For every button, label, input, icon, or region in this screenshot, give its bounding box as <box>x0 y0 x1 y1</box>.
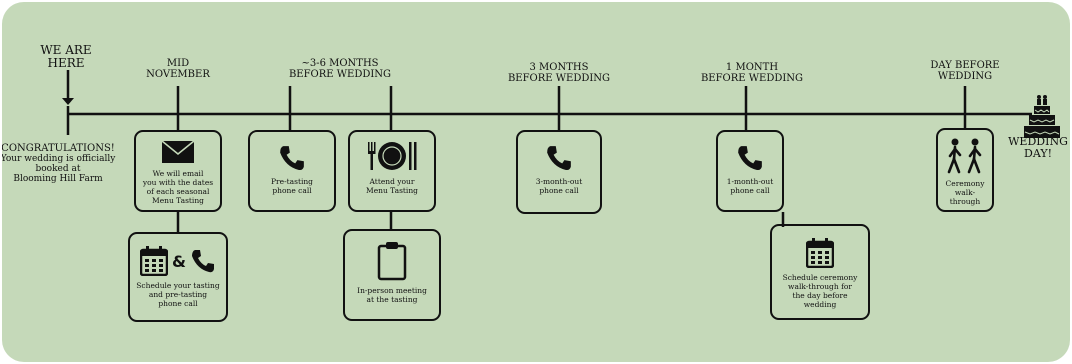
calendar-icon <box>140 246 169 276</box>
step-text: 1-month-out phone call <box>726 177 774 195</box>
step-1-month-call: 1-month-out phone call <box>716 130 784 212</box>
envelope-icon <box>161 140 195 163</box>
phone-icon <box>191 250 214 273</box>
clipboard-icon <box>377 242 407 281</box>
congratulations-note: CONGRATULATIONS! Your wedding is officia… <box>2 143 116 185</box>
phone-icon <box>547 146 571 171</box>
step-text: 3-month-out phone call <box>535 177 583 195</box>
calendar-icon <box>806 238 834 268</box>
step-in-person-meeting: In-person meeting at the tasting <box>343 229 441 321</box>
phone-icon <box>280 146 304 171</box>
step-ceremony-walkthrough: Ceremony walk-through <box>936 128 994 212</box>
step-text: We will email you with the dates of each… <box>142 169 214 205</box>
step-schedule-tasting: & Schedule your tasting and pre-tasting … <box>128 232 228 322</box>
step-text: Ceremony walk-through <box>945 179 985 206</box>
we-are-here-arrow-head <box>62 98 74 105</box>
step-3-month-call: 3-month-out phone call <box>516 130 602 214</box>
wedding-cake-icon <box>1024 95 1060 138</box>
step-text: Pre-tasting phone call <box>271 177 313 195</box>
step-text: Schedule ceremony walk-through for the d… <box>782 273 858 309</box>
step-text: In-person meeting at the tasting <box>357 286 427 304</box>
step-text: Attend your Menu Tasting <box>366 177 418 195</box>
place-setting-icon <box>368 142 417 170</box>
step-schedule-walkthrough: Schedule ceremony walk-through for the d… <box>770 224 870 320</box>
step-email-dates: We will email you with the dates of each… <box>134 130 222 212</box>
phone-icon <box>738 146 762 171</box>
ampersand: & <box>172 251 186 271</box>
step-pretasting-call: Pre-tasting phone call <box>248 130 336 212</box>
step-attend-tasting: Attend your Menu Tasting <box>348 130 436 212</box>
walking-couple-icon <box>947 138 982 174</box>
step-text: Schedule your tasting and pre-tasting ph… <box>136 281 220 308</box>
